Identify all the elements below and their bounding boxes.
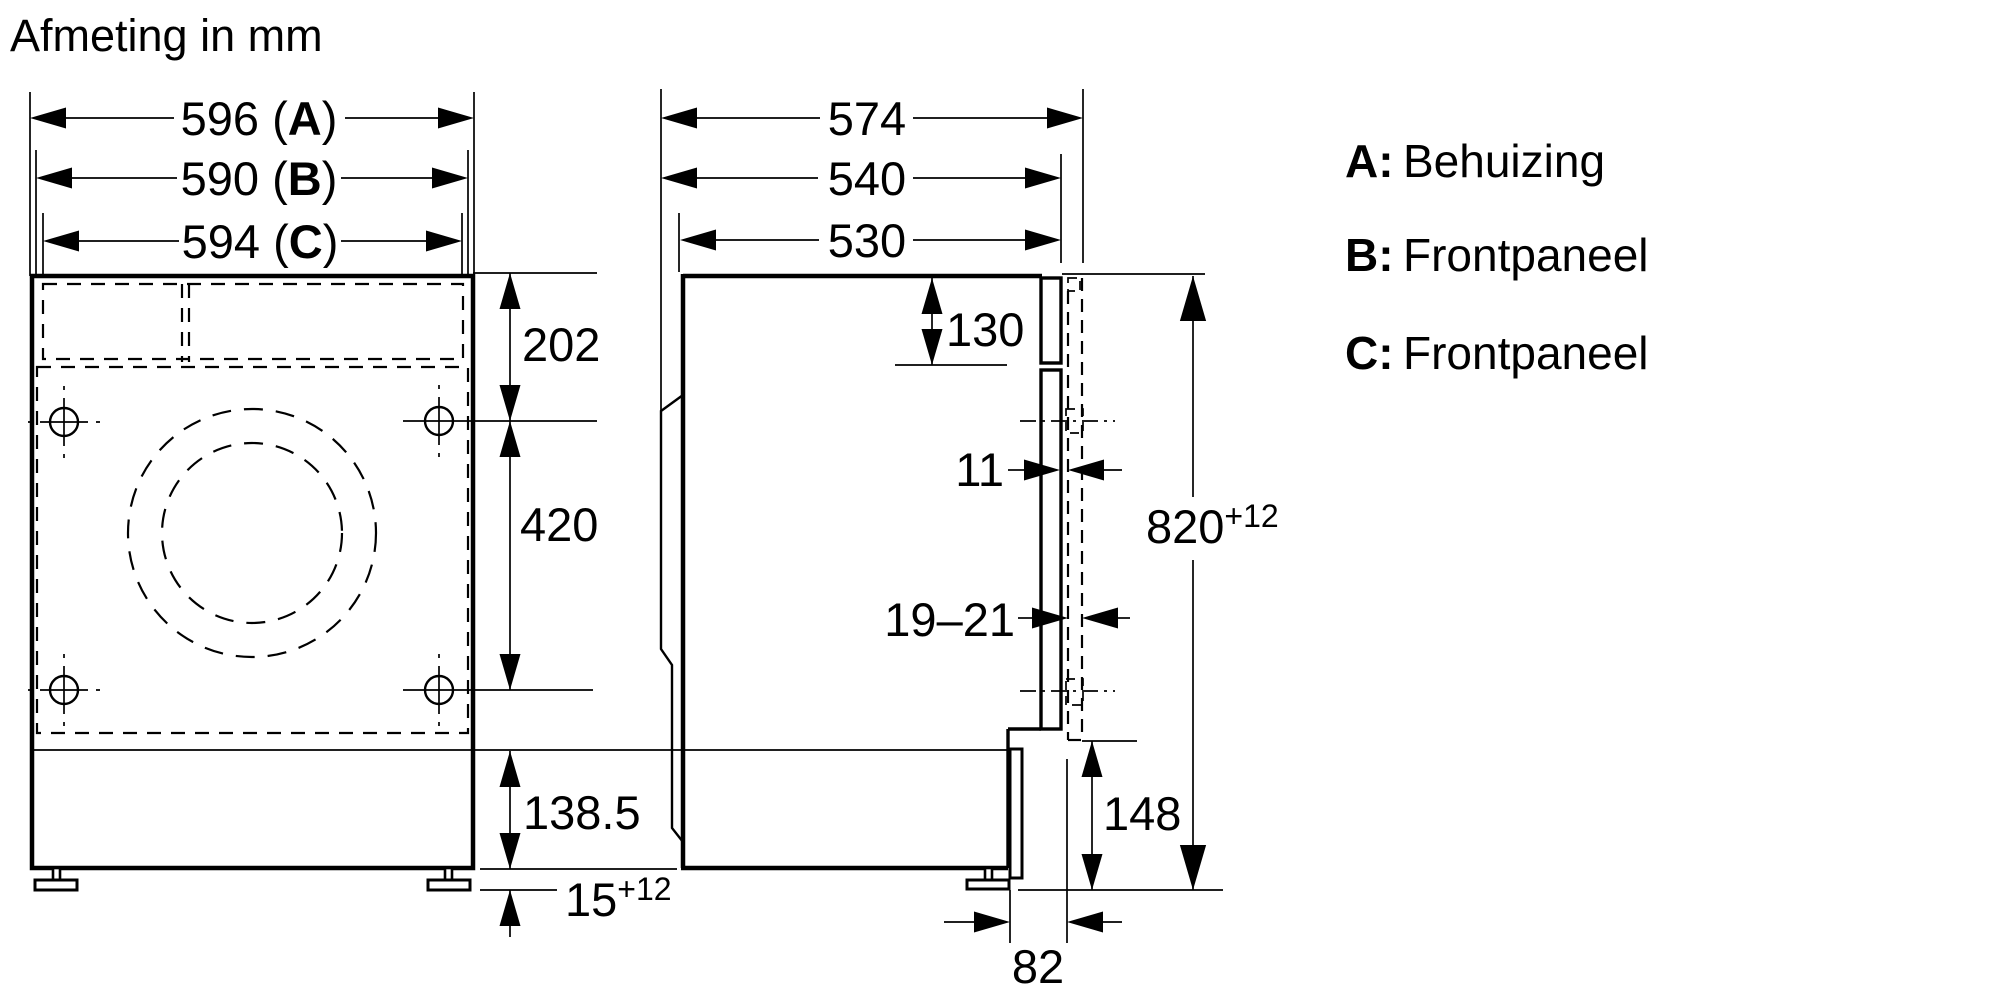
arrow [1081, 854, 1103, 890]
front-panel-dashed-outline [35, 365, 470, 735]
side-view [659, 273, 1115, 891]
arrow [426, 230, 462, 252]
side-back-bulge [659, 394, 684, 843]
arrow [499, 751, 521, 787]
dim-148: 148 [1103, 787, 1181, 840]
arrow [1179, 845, 1207, 890]
dim-202: 202 [522, 318, 600, 371]
arrow [1179, 276, 1207, 321]
arrow [432, 167, 468, 189]
dim-19-21: 19–21 [884, 593, 1015, 646]
arrow [680, 229, 716, 251]
arrow [499, 385, 521, 421]
arrow [499, 273, 521, 309]
dim-596-A: 596 (A) [181, 92, 338, 145]
arrow [1025, 229, 1061, 251]
front-panel-upper-segment [1039, 276, 1063, 365]
drawing-title: Afmeting in mm [10, 10, 323, 61]
front-body-outline [29, 273, 476, 871]
front-width-dimensions: 596 (A) 590 (B) 594 (C) [29, 92, 475, 276]
arrow [499, 421, 521, 457]
dim-590-B: 590 (B) [181, 152, 338, 205]
dim-820-plus12: 820+12 [1146, 498, 1279, 553]
dim-574: 574 [828, 92, 906, 145]
arrow [1025, 167, 1061, 189]
arrow [1068, 459, 1104, 481]
door-outer-circle [126, 407, 378, 659]
arrow [438, 107, 474, 129]
legend: A:Behuizing B:Frontpaneel C:Frontpaneel [1345, 135, 1649, 379]
hinge-upper [1020, 408, 1115, 434]
dim-82: 82 [1012, 940, 1064, 993]
arrow [921, 278, 943, 314]
side-detail-dimensions: 130 11 19–21 820+12 148 [884, 273, 1279, 993]
front-feet [33, 866, 472, 892]
arrow [1082, 607, 1118, 629]
side-foot [965, 866, 1011, 891]
arrow [661, 107, 697, 129]
arrow [499, 654, 521, 690]
legend-item-B: B:Frontpaneel [1345, 229, 1649, 281]
arrow [661, 167, 697, 189]
dim-11: 11 [955, 443, 1004, 496]
dim-530: 530 [828, 214, 906, 267]
side-depth-dimensions: 574 540 530 [660, 89, 1084, 411]
front-height-dimensions: 202 420 138.5 15+12 [403, 272, 677, 937]
arrow [499, 890, 521, 926]
dim-594-C: 594 (C) [182, 215, 339, 268]
dim-540: 540 [828, 152, 906, 205]
screw-hole-top-left [28, 386, 100, 458]
hinge-lower [1020, 678, 1115, 706]
screw-hole-bottom-left [28, 654, 100, 726]
arrow [499, 833, 521, 869]
dim-138-5: 138.5 [523, 786, 641, 839]
plinth-recess-panel [1008, 747, 1024, 880]
dim-15-plus12: 15+12 [565, 871, 672, 926]
front-panel-lower-segment [1039, 368, 1063, 731]
furniture-panel-dashed [1066, 277, 1084, 742]
arrow [30, 107, 66, 129]
arrow [36, 167, 72, 189]
dim-130: 130 [946, 303, 1024, 356]
dim-420: 420 [520, 498, 598, 551]
arrow [1081, 741, 1103, 777]
arrow [974, 911, 1010, 933]
arrow [1047, 107, 1083, 129]
legend-item-C: C:Frontpaneel [1345, 327, 1649, 379]
legend-item-A: A:Behuizing [1345, 135, 1605, 187]
front-view [28, 273, 1009, 892]
detergent-drawer-dashed [41, 282, 465, 361]
door-inner-circle [160, 441, 344, 625]
arrow [921, 329, 943, 365]
arrow [1067, 911, 1103, 933]
arrow [43, 230, 79, 252]
